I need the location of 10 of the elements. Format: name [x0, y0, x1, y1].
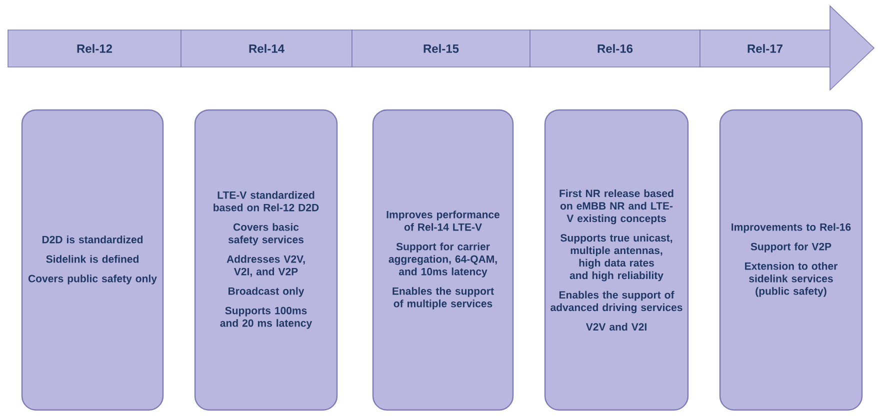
timeline-segment: Rel-14 — [180, 30, 352, 68]
timeline-segment: Rel-16 — [530, 30, 700, 68]
timeline-segment: Rel-15 — [352, 30, 530, 68]
timeline-segment: Rel-12 — [8, 30, 182, 68]
release-box: First NR release based on eMBB NR and LTE-V existing concepts Supports true unicast, multiple antennas, high data rates and high reliability Enables the support of advanced driving services V2V and V2I — [544, 109, 689, 411]
release-box: Improvements to Rel-16 Support for V2P Extension to other sidelink services (public safety) — [719, 109, 863, 411]
timeline-segment: Rel-17 — [700, 30, 830, 68]
release-box: D2D is standardized Sidelink is defined Covers public safety only — [21, 109, 164, 411]
release-box: Improves performance of Rel-14 LTE-V Support for carrier aggregation, 64-QAM, and 10ms latency Enables the support of multiple services — [372, 109, 514, 411]
release-box: LTE-V standardized based on Rel-12 D2D Covers basic safety services Addresses V2V, V2I, and V2P Broadcast only Supports 100ms and 20 ms latency — [194, 109, 338, 411]
